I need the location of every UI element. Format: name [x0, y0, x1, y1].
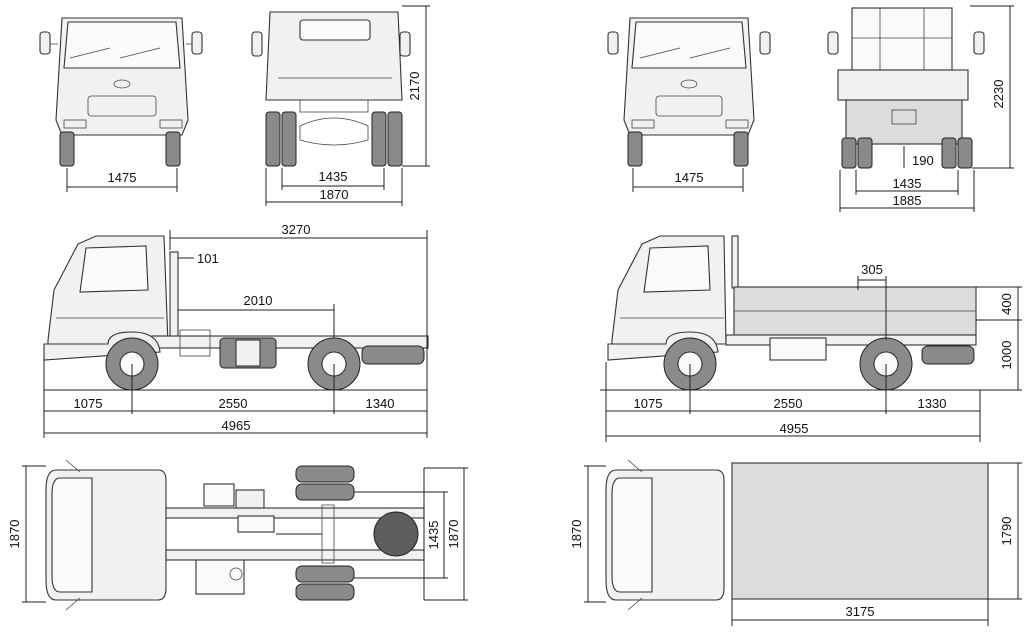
dimensions-side-a-bottom: 1075 2550 1340 4965 — [43, 360, 428, 438]
height-b-label: 2230 — [991, 80, 1006, 109]
cab-gap-label: 101 — [197, 251, 219, 266]
dimension-cab-gap: 101 — [178, 251, 219, 266]
rear-overhang-a-label: 1340 — [366, 396, 395, 411]
bed-offset-label: 305 — [861, 262, 883, 277]
dimension-bed-height: 400 — [976, 286, 1022, 321]
dimension-top-width-b: 1870 — [569, 465, 606, 603]
height-a-label: 2170 — [407, 72, 422, 101]
dropside-front-view — [607, 17, 771, 167]
ground-b-label: 190 — [912, 153, 934, 168]
dimension-bed-offset: 305 — [857, 262, 887, 340]
dimension-height-b: 2230 — [970, 5, 1014, 169]
wheelbase-a-label: 2550 — [219, 396, 248, 411]
dropside-side-view — [607, 235, 977, 391]
front-track-a-label: 1475 — [108, 170, 137, 185]
dropside-top-view — [605, 459, 989, 611]
overall-a-label: 4965 — [222, 418, 251, 433]
dimension-top-width-a-right: 1870 — [424, 467, 468, 601]
chassis-side-view — [43, 235, 429, 391]
cab-to-end-label: 3270 — [282, 222, 311, 237]
frame-length-label: 2010 — [244, 293, 273, 308]
dimension-floor-height: 1000 — [976, 320, 1022, 391]
top-width-a-left-label: 1870 — [7, 520, 22, 549]
dimension-ground-b: 190 — [903, 146, 934, 168]
wheelbase-b-label: 2550 — [774, 396, 803, 411]
rear-width-a-label: 1870 — [320, 187, 349, 202]
dimension-bed-length: 3175 — [731, 599, 989, 626]
bed-length-label: 3175 — [846, 604, 875, 619]
dimension-bed-width: 1790 — [988, 462, 1022, 600]
dimension-rear-track-b: 1435 1885 — [839, 170, 975, 212]
floor-height-label: 1000 — [999, 341, 1014, 370]
dimension-top-track-a: 1435 — [354, 491, 448, 579]
dimension-front-track-b: 1475 — [632, 168, 744, 192]
dimension-height-a: 2170 — [402, 5, 430, 167]
dimension-front-track-a: 1475 — [66, 168, 178, 192]
dimension-top-width-a-left: 1870 — [7, 465, 46, 603]
bed-height-label: 400 — [999, 293, 1014, 315]
dimension-frame-length: 2010 — [178, 293, 335, 338]
chassis-front-view — [39, 17, 203, 167]
dimensions-side-b-bottom: 1075 2550 1330 4955 — [600, 362, 981, 442]
bed-width-label: 1790 — [999, 517, 1014, 546]
front-overhang-b-label: 1075 — [634, 396, 663, 411]
rear-track-a-label: 1435 — [319, 169, 348, 184]
rear-track-b-label: 1435 — [893, 176, 922, 191]
front-overhang-a-label: 1075 — [74, 396, 103, 411]
chassis-top-view — [45, 459, 425, 611]
rear-width-b-label: 1885 — [893, 193, 922, 208]
top-width-b-label: 1870 — [569, 520, 584, 549]
dimension-rear-track-a: 1435 1870 — [265, 168, 403, 206]
dropside-rear-view — [827, 7, 985, 169]
overall-b-label: 4955 — [780, 421, 809, 436]
front-track-b-label: 1475 — [675, 170, 704, 185]
top-width-a-right-label: 1870 — [446, 520, 461, 549]
rear-overhang-b-label: 1330 — [918, 396, 947, 411]
chassis-rear-view — [251, 11, 411, 167]
dimension-cab-to-end: 3270 — [169, 222, 428, 390]
top-track-a-label: 1435 — [426, 521, 441, 550]
